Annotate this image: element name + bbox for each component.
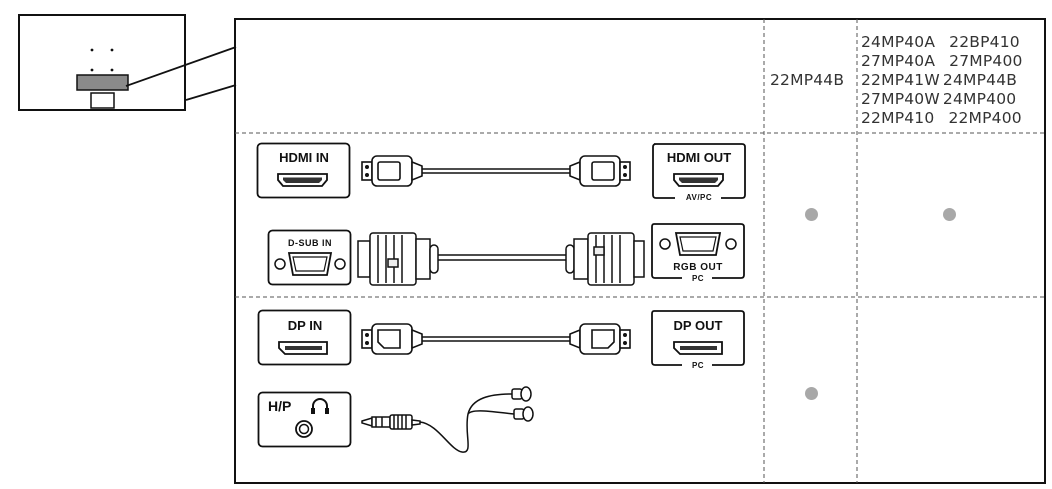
support-dot-dp-col1 <box>805 387 818 400</box>
hdmi-cable-icon <box>361 155 631 187</box>
hdmi-in-port <box>256 142 351 199</box>
dp-out-sub-label: PC <box>691 361 705 370</box>
headphone-port <box>257 391 352 448</box>
rgb-out-port <box>651 223 745 279</box>
rgb-out-sub-label: PC <box>691 274 705 283</box>
model-name: 24MP40A <box>861 33 936 51</box>
model-name: 24MP44B <box>942 71 1018 89</box>
model-header-col1: 22MP44B <box>770 71 845 89</box>
model-list-row: 27MP40A 27MP400 <box>861 52 1023 71</box>
earphone-icon <box>361 386 534 453</box>
support-dot-video-col2 <box>943 208 956 221</box>
support-dot-video-col1 <box>805 208 818 221</box>
hdmi-out-sub-label: AV/PC <box>685 193 713 202</box>
model-name: 27MP40A <box>861 52 936 70</box>
dp-out-port <box>651 310 745 366</box>
connection-table <box>234 18 1046 484</box>
dp-in-port <box>257 309 352 366</box>
hdmi-in-label: HDMI IN <box>279 150 329 165</box>
headphone-label: H/P <box>268 398 292 414</box>
hdmi-out-label: HDMI OUT <box>666 150 732 165</box>
hdmi-out-port <box>652 143 746 199</box>
rgb-out-label: RGB OUT <box>673 262 723 273</box>
dsub-in-label: D-SUB IN <box>288 238 332 248</box>
model-name: 22BP410 <box>949 33 1020 51</box>
model-name: 27MP40W <box>861 90 940 108</box>
dp-cable-icon <box>361 323 631 355</box>
dp-out-label: DP OUT <box>673 318 723 333</box>
model-name: 22MP410 <box>861 109 935 127</box>
headphone-symbol-icon <box>311 398 329 414</box>
model-list-row: 24MP40A 22BP410 <box>861 33 1023 52</box>
dp-in-label: DP IN <box>287 318 323 333</box>
monitor-rear-thumbnail <box>18 14 186 111</box>
dsub-cable-icon <box>357 232 645 286</box>
model-name: 22MP400 <box>948 109 1022 127</box>
model-name: 24MP400 <box>942 90 1017 108</box>
dsub-in-port <box>267 229 352 286</box>
model-list-row: 22MP410 22MP400 <box>861 109 1023 128</box>
model-name: 22MP41W <box>861 71 940 89</box>
model-name: 27MP400 <box>949 52 1023 70</box>
monitor-back-icon <box>76 48 129 109</box>
